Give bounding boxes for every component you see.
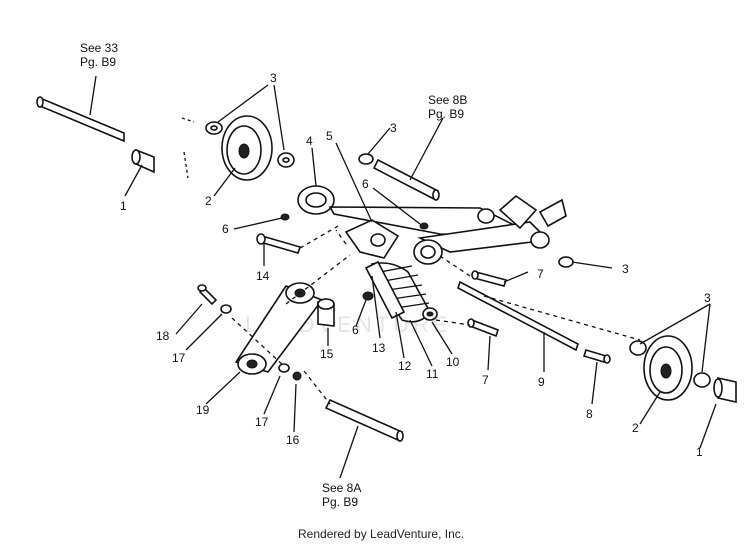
front-axle-shaft	[36, 96, 125, 143]
spacer-part-15	[317, 298, 335, 327]
callout-15: 15	[320, 347, 334, 361]
reference-see-8b: See 8B Pg. B9	[428, 93, 471, 121]
washer-part-3-right-wheel	[629, 340, 647, 356]
washer-part-3-upper-left	[205, 121, 223, 135]
washer-part-3-upper-center	[358, 153, 374, 165]
callout-3-upper-left: 3	[270, 71, 277, 85]
washer-part-3-mid-left	[277, 152, 295, 168]
callout-3-upper-center: 3	[390, 121, 397, 135]
callout-16: 16	[286, 433, 300, 447]
bolt-part-8	[582, 349, 611, 364]
callout-11: 11	[426, 367, 439, 381]
bolt-part-18	[197, 284, 218, 306]
nut-part-6-right	[419, 222, 429, 230]
callout-5: 5	[326, 129, 333, 143]
callout-7-upper: 7	[537, 267, 544, 281]
lower-shaft	[324, 398, 404, 442]
callout-6-lower: 6	[352, 323, 359, 337]
bolt-part-7-upper	[471, 270, 508, 287]
nut-part-6-lower	[362, 291, 374, 301]
bracket-part-5	[344, 219, 400, 259]
washer-part-3-right-upper	[558, 256, 574, 268]
bushing-part-1-right	[713, 377, 737, 403]
callout-13: 13	[372, 341, 386, 355]
shaft-part-9	[457, 280, 579, 352]
callout-17-upper: 17	[172, 351, 186, 365]
callout-14: 14	[256, 269, 270, 283]
callout-3-right: 3	[622, 262, 629, 276]
callout-18: 18	[156, 329, 170, 343]
upper-shaft	[372, 158, 440, 201]
callout-2-right: 2	[632, 421, 639, 435]
bolt-part-7-lower	[467, 318, 500, 338]
callout-8: 8	[586, 407, 593, 421]
spacer-part-10	[422, 307, 438, 321]
reference-see-8a: See 8A Pg. B9	[322, 481, 364, 509]
callout-17-lower: 17	[255, 415, 269, 429]
callout-1-left: 1	[120, 199, 127, 213]
nut-part-16	[292, 371, 302, 381]
callout-6-upper: 6	[362, 177, 369, 191]
bolt-part-14	[256, 233, 302, 254]
callout-3-far-right: 3	[704, 291, 711, 305]
nut-part-6-upper	[280, 213, 290, 221]
callout-6-left: 6	[222, 222, 229, 236]
callout-1-right: 1	[696, 445, 703, 459]
idler-wheel-part-2-left	[221, 115, 273, 181]
callout-9: 9	[538, 375, 545, 389]
washer-part-17-lower	[278, 363, 290, 373]
reference-see-33: See 33 Pg. B9	[80, 41, 121, 69]
callout-7-lower: 7	[482, 373, 489, 387]
callout-4: 4	[306, 134, 313, 148]
footer-credit: Rendered by LeadVenture, Inc.	[298, 527, 464, 541]
callout-2-left: 2	[205, 194, 212, 208]
callout-10: 10	[446, 355, 460, 369]
shock-body-part-13	[364, 260, 406, 320]
rear-arm-assembly-part-4	[297, 185, 567, 265]
idler-wheel-part-2-right	[643, 335, 693, 401]
washer-part-17-upper	[220, 304, 232, 314]
callout-12: 12	[398, 359, 412, 373]
callout-19: 19	[196, 403, 210, 417]
washer-part-3-right-outer	[693, 372, 711, 388]
bushing-part-1-left	[131, 148, 155, 174]
